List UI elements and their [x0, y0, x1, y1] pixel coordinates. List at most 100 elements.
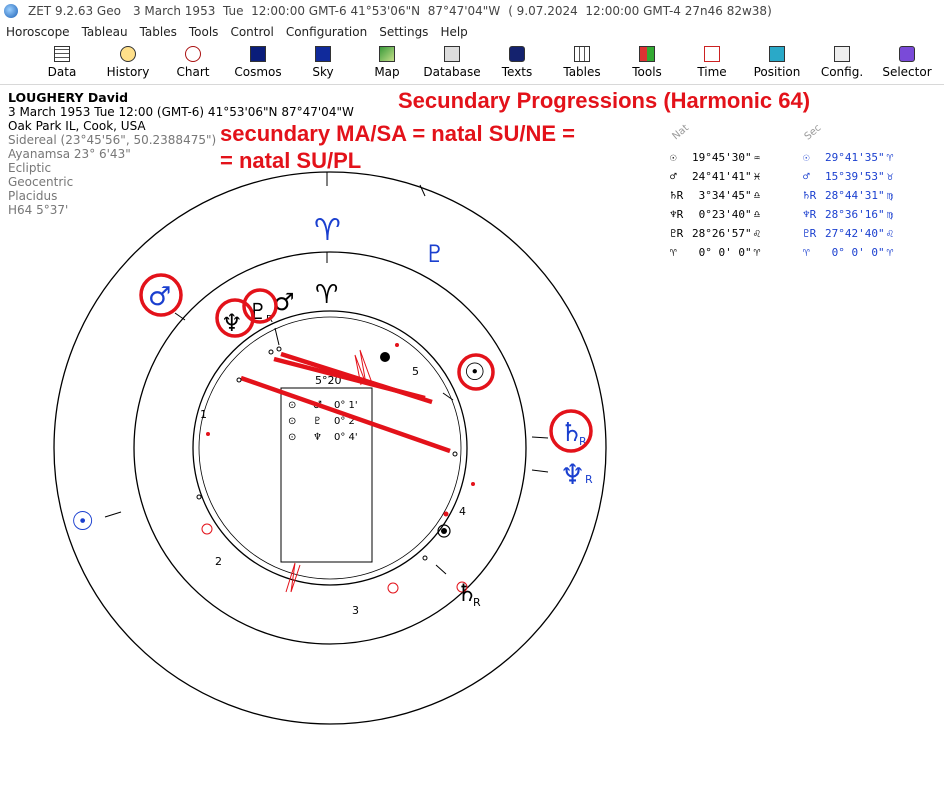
natal-positions-table: ☉19°45'30"♒ ♂24°41'41"♓ ♄R 3°34'45"♎ ♆R … [670, 148, 760, 262]
toolbar-position-button[interactable]: Position [745, 44, 809, 79]
chart-markers [196, 343, 475, 594]
menu-horoscope[interactable]: Horoscope [6, 25, 70, 39]
toolbar-texts-button[interactable]: Texts [485, 44, 549, 79]
app-title: ZET 9.2.63 Geo [28, 4, 121, 18]
sun-outer-glyph: ☉ [71, 507, 94, 537]
svg-text:4: 4 [459, 505, 466, 518]
secondary-row-sun: ☉29°41'35"♈ [803, 151, 894, 164]
config-icon [834, 46, 850, 62]
svg-text:0° 4': 0° 4' [334, 432, 358, 443]
aspect-grid [280, 387, 373, 563]
person-name: LOUGHERY David [8, 90, 129, 105]
texts-icon [509, 46, 525, 62]
natal-row-neptune: ♆R 0°23'40"♎ [670, 208, 761, 221]
map-icon [379, 46, 395, 62]
title-bar: ZET 9.2.63 Geo 3 March 1953 Tue 12:00:00… [0, 0, 944, 22]
toolbar-tables-button[interactable]: Tables [550, 44, 614, 79]
aries-outer-glyph: ♈ [314, 213, 341, 248]
cosmos-icon [250, 46, 266, 62]
toolbar-history-button[interactable]: History [96, 44, 160, 79]
aries-inner-glyph: ♈ [315, 280, 338, 310]
zodiac-setting: Sidereal (23°45'56", 50.2388475") [8, 133, 217, 147]
direction-arrows [285, 349, 373, 593]
toolbar-sky-button[interactable]: Sky [291, 44, 355, 79]
menu-settings[interactable]: Settings [379, 25, 429, 39]
secondary-row-mars: ♂15°39'53"♉ [803, 170, 894, 183]
toolbar-data-button[interactable]: Data [30, 44, 94, 79]
svg-text:⊙: ⊙ [288, 400, 296, 411]
ring-ticks [104, 172, 549, 575]
svg-text:R: R [579, 435, 587, 448]
menu-tables[interactable]: Tables [139, 25, 177, 39]
outer-glyphs: ♈ ♇ ♂ ☉ ♄ R ♆ R [71, 213, 593, 537]
natal-row-saturn: ♄R 3°34'45"♎ [670, 189, 761, 202]
sun-inner-glyph: ☉ [464, 358, 486, 386]
title-extra: ( 9.07.2024 12:00:00 GMT-4 27n46 82w38) [508, 4, 772, 18]
coordinate-setting: Ecliptic [8, 161, 52, 175]
toolbar-time-button[interactable]: Time [680, 44, 744, 79]
svg-text:⊙: ⊙ [288, 416, 296, 427]
annotation-title: Secundary Progressions (Harmonic 64) [398, 88, 811, 113]
toolbar-chart-button[interactable]: Chart [161, 44, 225, 79]
birth-datetime: 3 March 1953 Tue 12:00 (GMT-6) 41°53'06"… [8, 105, 354, 119]
natal-row-sun: ☉19°45'30"♒ [670, 151, 761, 164]
svg-text:♇: ♇ [313, 416, 322, 427]
horoscope-info: LOUGHERY David 3 March 1953 Tue 12:00 (G… [8, 90, 354, 218]
svg-text:R: R [585, 473, 593, 486]
neptune-outer-glyph: ♆ [560, 458, 585, 491]
house-system: Placidus [8, 189, 58, 203]
innermost-ring [198, 316, 462, 580]
toolbar: Data History Chart Cosmos Sky Map Databa… [0, 42, 944, 85]
svg-text:0° 1': 0° 1' [334, 400, 358, 411]
menu-tools[interactable]: Tools [188, 25, 219, 39]
birth-place: Oak Park IL, Cook, USA [8, 119, 146, 133]
position-icon [769, 46, 785, 62]
natal-row-aries-point: ♈ 0° 0' 0"♈ [670, 246, 761, 259]
annotation-line-1: secundary MA/SA = natal SU/NE = [220, 121, 575, 146]
toolbar-tools-button[interactable]: Tools [615, 44, 679, 79]
svg-text:5: 5 [412, 365, 419, 378]
app-icon [4, 4, 18, 18]
toolbar-selector-button[interactable]: Selector [875, 44, 939, 79]
tools-icon [639, 46, 655, 62]
middle-ring [133, 251, 527, 645]
svg-text:1: 1 [200, 408, 207, 421]
secondary-row-aries-point: ♈ 0° 0' 0"♈ [803, 246, 894, 259]
saturn-outer-glyph: ♄ [560, 418, 583, 448]
history-icon [120, 46, 136, 62]
time-icon [704, 46, 720, 62]
toolbar-config-button[interactable]: Config. [810, 44, 874, 79]
sky-icon [315, 46, 331, 62]
toolbar-cosmos-button[interactable]: Cosmos [226, 44, 290, 79]
tables-icon [574, 46, 590, 62]
menu-tableau[interactable]: Tableau [81, 25, 128, 39]
natal-row-mars: ♂24°41'41"♓ [670, 170, 761, 183]
menu-help[interactable]: Help [440, 25, 468, 39]
svg-text:3: 3 [352, 604, 359, 617]
svg-text:0° 2': 0° 2' [334, 416, 358, 427]
saturn-inner-glyph: ♄ [456, 579, 478, 607]
ayanamsa-setting: Ayanamsa 23° 6'43" [8, 147, 131, 161]
menu-configuration[interactable]: Configuration [285, 25, 368, 39]
chart-icon [185, 46, 201, 62]
toolbar-map-button[interactable]: Map [355, 44, 419, 79]
mars-outer-glyph: ♂ [148, 282, 171, 312]
menu-control[interactable]: Control [230, 25, 274, 39]
menu-bar: Horoscope Tableau Tables Tools Control C… [0, 22, 944, 42]
svg-text:♆: ♆ [313, 432, 322, 443]
house-numbers: 1 2 3 4 5 [200, 365, 466, 617]
toolbar-database-button[interactable]: Database [420, 44, 484, 79]
neptune-inner-glyph: ♆ [221, 309, 243, 337]
centre-setting: Geocentric [8, 175, 74, 189]
inner-glyphs: ♈ ♆ ♇ R ♂ ☉ ♄ R [221, 280, 486, 609]
database-icon [444, 46, 460, 62]
svg-text:⊙: ⊙ [288, 432, 296, 443]
annotation-line-2: = natal SU/PL [220, 148, 362, 173]
inner-ring [192, 310, 468, 586]
svg-text:R: R [473, 596, 481, 609]
mars-inner-glyph: ♂ [273, 288, 295, 316]
